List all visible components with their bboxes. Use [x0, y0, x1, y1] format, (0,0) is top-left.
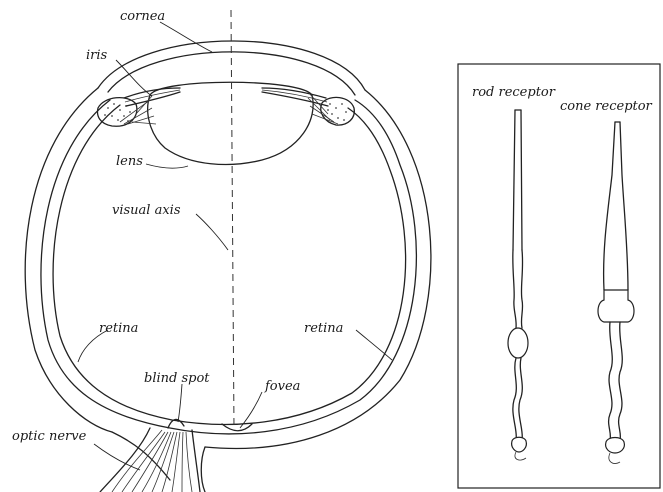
sclera-bottom — [201, 447, 205, 492]
label-retina-right: retina — [304, 321, 343, 336]
label-cone-receptor: cone receptor — [560, 99, 653, 114]
cone-receptor-drawing — [598, 122, 634, 464]
label-cornea: cornea — [120, 9, 165, 24]
label-lens: lens — [116, 154, 143, 169]
label-iris: iris — [86, 48, 108, 63]
retina-layer — [53, 105, 406, 424]
optic-nerve-sheath-left — [100, 428, 150, 492]
choroid-layer — [41, 100, 416, 434]
label-blind-spot: blind spot — [144, 371, 210, 386]
leader-lines — [78, 22, 392, 470]
rod-receptor-drawing — [508, 110, 528, 460]
sclera-outer-right — [205, 90, 431, 448]
label-retina-left: retina — [99, 321, 138, 336]
optic-nerve-sheath-right — [192, 430, 200, 492]
sclera-outer-left — [25, 88, 112, 432]
iris-left — [124, 88, 180, 106]
label-rod-receptor: rod receptor — [472, 85, 556, 100]
eye-cross-section: cornea iris lens visual axis retina reti… — [12, 9, 431, 492]
visual-axis-line — [231, 10, 234, 430]
ciliary-body-left — [98, 98, 137, 127]
receptor-panel: rod receptor cone receptor — [458, 64, 660, 488]
label-fovea: fovea — [264, 379, 300, 394]
label-visual-axis: visual axis — [112, 203, 181, 218]
receptor-panel-frame — [458, 64, 660, 488]
sclera-left-nerve — [112, 432, 170, 480]
optic-nerve-fibers — [112, 430, 192, 492]
label-optic-nerve: optic nerve — [12, 429, 87, 444]
